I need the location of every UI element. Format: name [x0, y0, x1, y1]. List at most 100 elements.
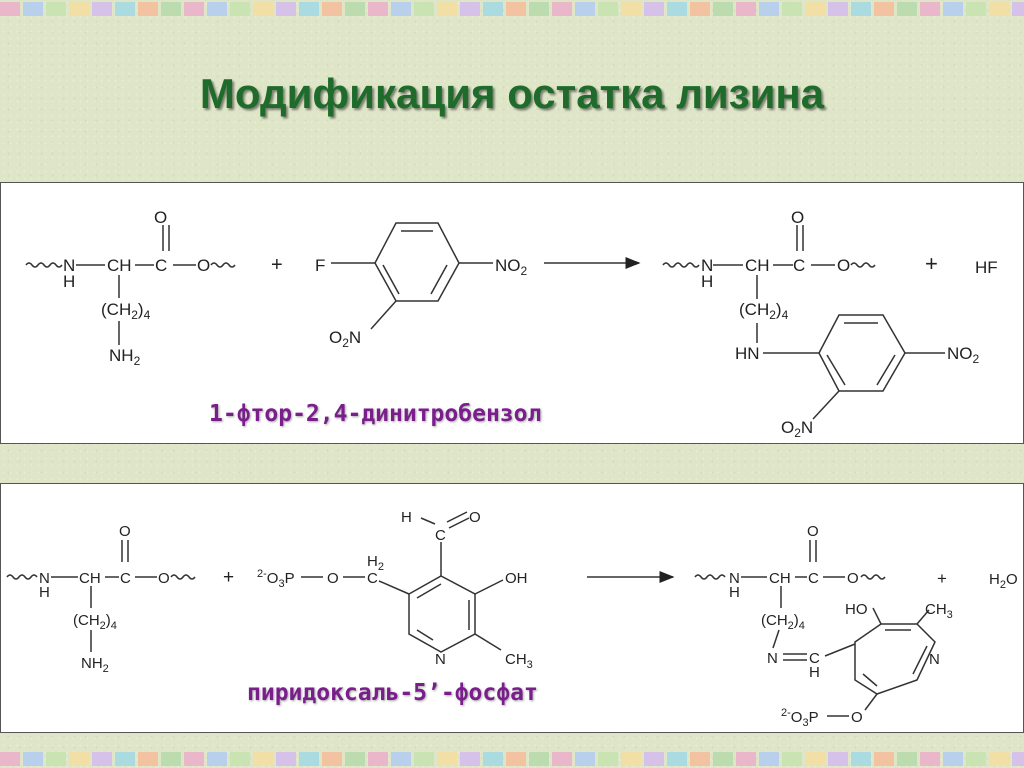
decorative-strip-top — [0, 0, 1024, 18]
strip-tile — [92, 2, 112, 16]
phosphate-ester-oxygen-label: O — [327, 570, 339, 587]
strip-tile — [138, 752, 158, 766]
ester-oxygen-label: O — [158, 570, 170, 587]
strip-tile — [782, 2, 802, 16]
strip-tile — [322, 752, 342, 766]
product-pyridine-n-label: N — [929, 651, 940, 668]
strip-tile — [529, 2, 549, 16]
amino-group-label: NH2 — [81, 655, 109, 675]
aldehyde-h-label: H — [401, 509, 412, 526]
strip-tile — [92, 752, 112, 766]
nitro-group-ortho-label: O2N — [329, 328, 361, 350]
strip-tile — [621, 2, 641, 16]
imine-c-label: C — [809, 650, 820, 667]
product-hydrogen-label: H — [729, 584, 740, 601]
strip-tile — [644, 2, 664, 16]
strip-tile — [138, 2, 158, 16]
strip-tile — [920, 2, 940, 16]
strip-tile — [874, 752, 894, 766]
strip-tile — [1012, 2, 1024, 16]
strip-tile — [414, 2, 434, 16]
carbonyl-oxygen-label: O — [119, 523, 131, 540]
aldehyde-c-label: C — [435, 527, 446, 544]
strip-tile — [736, 2, 756, 16]
product-nitro-label: NO2 — [947, 344, 980, 366]
strip-tile — [690, 752, 710, 766]
strip-tile — [230, 752, 250, 766]
product-ester-oxygen-label: O — [837, 256, 850, 275]
ester-oxygen-label: O — [197, 256, 210, 275]
carbonyl-carbon-label: C — [155, 256, 167, 275]
product-carbonyl-oxygen-label: O — [807, 523, 819, 540]
nitro-group-label: NO2 — [495, 256, 528, 278]
strip-tile — [920, 752, 940, 766]
strip-tile — [69, 752, 89, 766]
strip-tile — [805, 2, 825, 16]
strip-tile — [506, 752, 526, 766]
strip-tile — [828, 2, 848, 16]
strip-tile — [851, 2, 871, 16]
product-nitro-ortho-label: O2N — [781, 418, 813, 440]
hydroxyl-label: OH — [505, 570, 528, 587]
strip-tile — [184, 2, 204, 16]
strip-tile — [506, 2, 526, 16]
strip-tile — [368, 752, 388, 766]
strip-tile — [483, 2, 503, 16]
phosphate-label: 2-O3P — [257, 568, 295, 590]
strip-tile — [276, 2, 296, 16]
strip-tile — [575, 2, 595, 16]
product-ester-o-label: O — [851, 709, 863, 726]
strip-tile — [437, 2, 457, 16]
methyl-label: CH3 — [505, 651, 533, 671]
strip-tile — [966, 752, 986, 766]
product-side-chain-label: (CH2)4 — [739, 300, 789, 322]
strip-tile — [690, 2, 710, 16]
wavy-bond — [6, 574, 38, 580]
strip-tile — [598, 2, 618, 16]
strip-tile — [736, 752, 756, 766]
decorative-strip-bottom — [0, 750, 1024, 768]
strip-tile — [989, 2, 1009, 16]
strip-tile — [46, 752, 66, 766]
methylene-c-label: C — [367, 570, 378, 587]
reaction-panel-fdnb: N H CH C O O (CH2)4 NH2 + F NO2 O2N N H … — [0, 182, 1024, 444]
reaction-scheme-fdnb: N H CH C O O (CH2)4 NH2 + F NO2 O2N N H … — [25, 208, 998, 440]
strip-tile — [713, 2, 733, 16]
strip-tile — [989, 752, 1009, 766]
strip-tile — [161, 752, 181, 766]
side-chain-label: (CH2)4 — [73, 612, 117, 632]
strip-tile — [460, 752, 480, 766]
side-chain-label: (CH2)4 — [101, 300, 151, 322]
wavy-bond — [694, 574, 726, 580]
product-side-chain-label: (CH2)4 — [761, 612, 805, 632]
product-carbonyl-oxygen-label: O — [791, 208, 804, 227]
strip-tile — [368, 2, 388, 16]
wavy-bond — [210, 262, 236, 268]
strip-tile — [575, 752, 595, 766]
wavy-bond — [662, 262, 700, 268]
strip-tile — [943, 2, 963, 16]
water-byproduct-label: H2O — [989, 571, 1018, 591]
product-carbonyl-carbon-label: C — [793, 256, 805, 275]
nitrogen-label: N — [39, 570, 50, 587]
strip-tile — [299, 2, 319, 16]
hydrogen-label: H — [63, 272, 75, 291]
strip-tile — [966, 2, 986, 16]
strip-tile — [598, 752, 618, 766]
strip-tile — [0, 2, 20, 16]
strip-tile — [552, 2, 572, 16]
plus-sign: + — [925, 251, 938, 276]
strip-tile — [782, 752, 802, 766]
plus-sign: + — [223, 567, 234, 588]
strip-tile — [345, 2, 365, 16]
strip-tile — [897, 752, 917, 766]
strip-tile — [161, 2, 181, 16]
slide-title: Модификация остатка лизина — [199, 70, 825, 117]
strip-tile — [391, 752, 411, 766]
strip-tile — [552, 752, 572, 766]
strip-tile — [207, 2, 227, 16]
strip-tile — [460, 2, 480, 16]
imine-h-label: H — [809, 664, 820, 681]
wavy-bond — [860, 574, 886, 580]
reagent-caption-fdnb: 1-фтор-2,4-динитробензол — [209, 401, 542, 427]
